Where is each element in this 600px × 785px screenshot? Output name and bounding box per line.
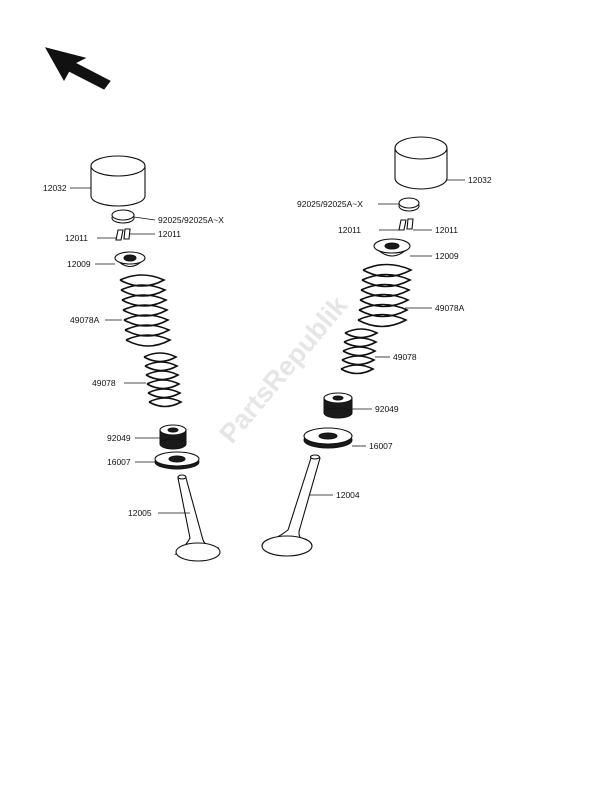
label-right-inner-spring: 49078 bbox=[393, 352, 417, 362]
right-valve-lifter-bucket bbox=[394, 136, 448, 190]
label-left-inner-spring: 49078 bbox=[92, 378, 116, 388]
left-valve-lifter-bucket bbox=[90, 155, 146, 207]
label-right-bucket: 12032 bbox=[468, 175, 492, 185]
label-right-valve: 12004 bbox=[336, 490, 360, 500]
right-outer-valve-spring bbox=[357, 263, 413, 328]
left-shim bbox=[111, 209, 135, 224]
left-valve-keepers bbox=[115, 228, 131, 241]
left-spring-seat bbox=[154, 451, 200, 470]
label-left-outer-spring: 49078A bbox=[70, 315, 100, 325]
label-right-keeper-b: 12011 bbox=[435, 225, 458, 235]
label-right-seat: 16007 bbox=[369, 441, 393, 451]
right-valve-stem-seal bbox=[323, 392, 353, 419]
label-left-keeper-a: 12011 bbox=[65, 233, 88, 243]
left-outer-valve-spring bbox=[119, 274, 172, 347]
label-left-valve: 12005 bbox=[128, 508, 152, 518]
label-right-seal: 92049 bbox=[375, 404, 399, 414]
watermark: PartsRepublik bbox=[214, 290, 354, 449]
left-inner-valve-spring bbox=[143, 352, 183, 408]
label-left-keeper-b: 12011 bbox=[158, 229, 181, 239]
label-left-seal: 92049 bbox=[107, 433, 131, 443]
label-right-keeper-a: 12011 bbox=[338, 225, 361, 235]
label-right-retainer: 12009 bbox=[435, 251, 459, 261]
right-valve-keepers bbox=[398, 218, 414, 231]
left-spring-retainer bbox=[114, 251, 146, 268]
label-left-seat: 16007 bbox=[107, 457, 131, 467]
right-spring-retainer bbox=[373, 238, 411, 257]
right-shim bbox=[398, 197, 420, 212]
label-left-shim: 92025/92025A~X bbox=[158, 215, 224, 225]
left-valve-stem-seal bbox=[159, 424, 187, 450]
label-left-bucket: 12032 bbox=[43, 183, 67, 193]
left-exhaust-valve bbox=[174, 474, 221, 562]
right-inner-valve-spring bbox=[340, 328, 379, 375]
label-left-retainer: 12009 bbox=[67, 259, 91, 269]
label-right-shim: 92025/92025A~X bbox=[297, 199, 363, 209]
right-spring-seat bbox=[303, 427, 353, 449]
right-intake-valve bbox=[261, 454, 321, 557]
front-direction-arrow-icon bbox=[44, 47, 111, 90]
label-right-outer-spring: 49078A bbox=[435, 303, 465, 313]
